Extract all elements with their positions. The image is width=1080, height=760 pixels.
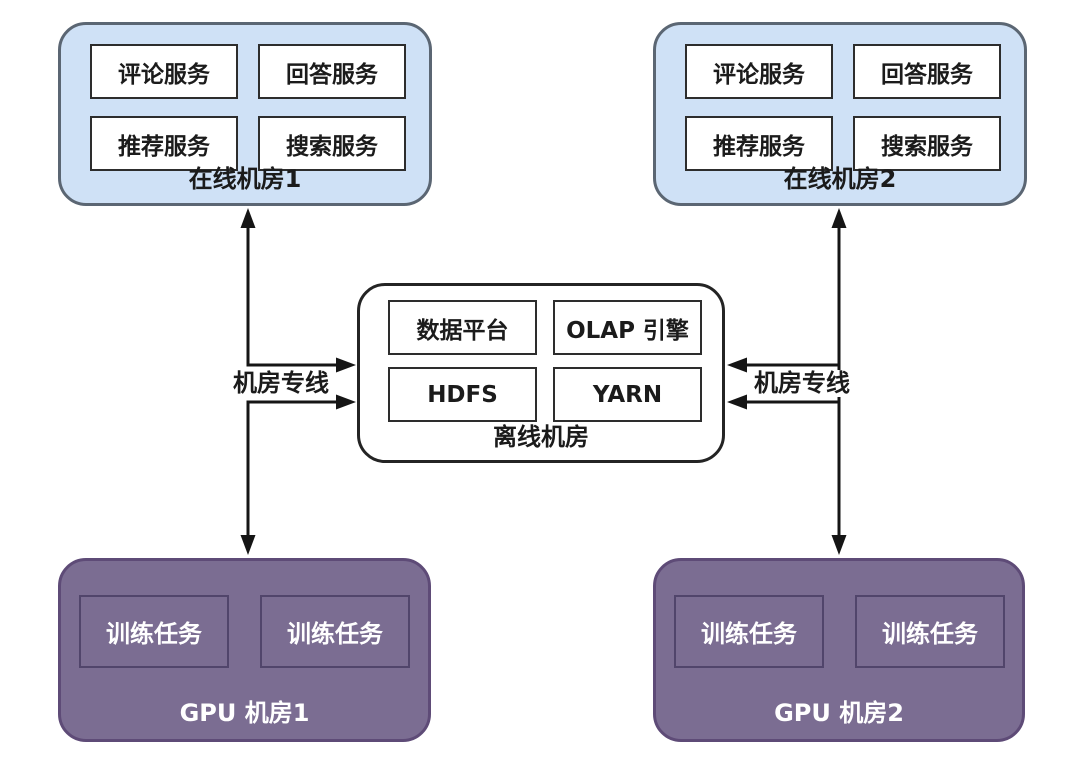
service-box: 搜索服务	[853, 116, 1001, 171]
online-dc2-caption: 在线机房2	[783, 165, 897, 193]
arrowhead-down-gpu2	[831, 535, 847, 555]
left-link-label: 机房专线	[231, 369, 331, 397]
offline-dc-box: 数据平台 OLAP 引擎 HDFS YARN 离线机房	[357, 283, 725, 463]
training-task-box: 训练任务	[260, 595, 410, 668]
link-online1-offline-line	[246, 226, 338, 367]
right-link-label: 机房专线	[752, 369, 852, 397]
link-online1-offline	[240, 208, 356, 373]
gpu-dc1-tasks: 训练任务 训练任务	[61, 561, 428, 668]
link-gpu1-offline	[240, 394, 356, 555]
component-box: HDFS	[388, 367, 537, 422]
service-box: 搜索服务	[258, 116, 406, 171]
online-dc1-box: 评论服务 回答服务 推荐服务 搜索服务 在线机房1	[58, 22, 432, 206]
online-dc2-box: 评论服务 回答服务 推荐服务 搜索服务 在线机房2	[653, 22, 1027, 206]
training-task-box: 训练任务	[855, 595, 1005, 668]
component-box: 数据平台	[388, 300, 537, 355]
link-right-offline-lower	[727, 394, 839, 410]
gpu-dc1-box: 训练任务 训练任务 GPU 机房1	[58, 558, 431, 742]
offline-dc-caption: 离线机房	[493, 423, 589, 451]
service-box: 回答服务	[258, 44, 406, 99]
service-box: 回答服务	[853, 44, 1001, 99]
gpu-dc2-caption: GPU 机房2	[774, 699, 904, 727]
arrowhead-left-offline-upper	[727, 357, 747, 373]
offline-dc-components: 数据平台 OLAP 引擎 HDFS YARN	[360, 286, 722, 422]
training-task-box: 训练任务	[674, 595, 824, 668]
online-dc1-services: 评论服务 回答服务 推荐服务 搜索服务	[61, 25, 429, 171]
service-box: 推荐服务	[90, 116, 238, 171]
link-right-offline-upper	[727, 357, 839, 373]
service-box: 评论服务	[685, 44, 833, 99]
service-box: 评论服务	[90, 44, 238, 99]
arrowhead-down-gpu1	[240, 535, 256, 555]
link-gpu1-offline-line	[246, 400, 338, 537]
gpu-dc2-tasks: 训练任务 训练任务	[656, 561, 1022, 668]
arrowhead-left-offline-lower	[727, 394, 747, 410]
arrowhead-up-online2	[831, 208, 847, 228]
service-box: 推荐服务	[685, 116, 833, 171]
training-task-box: 训练任务	[79, 595, 229, 668]
online-dc2-services: 评论服务 回答服务 推荐服务 搜索服务	[656, 25, 1024, 171]
online-dc1-caption: 在线机房1	[188, 165, 302, 193]
gpu-dc2-box: 训练任务 训练任务 GPU 机房2	[653, 558, 1025, 742]
component-box: OLAP 引擎	[553, 300, 702, 355]
gpu-dc1-caption: GPU 机房1	[179, 699, 310, 727]
arrowhead-up-online1	[240, 208, 256, 228]
component-box: YARN	[553, 367, 702, 422]
arrowhead-right-offline-lower	[336, 394, 356, 410]
arrowhead-right-offline-upper	[336, 357, 356, 373]
